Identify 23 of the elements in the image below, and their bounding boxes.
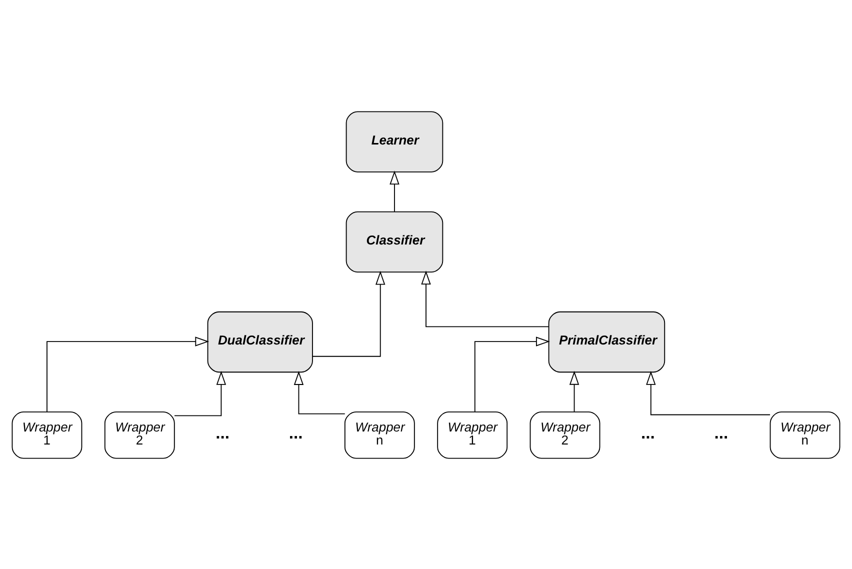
label: ... [714,422,728,442]
node-box: Wrapper 1 [437,411,508,458]
node-box: Wrapper 2 [530,411,600,458]
arrow [294,370,346,414]
node-box: DualClassifier [207,310,313,372]
node-box: Wrapper 1 [12,411,82,458]
node-box: Wrapper n [344,411,415,458]
arrow [46,336,210,412]
node-box: Classifier [346,210,444,272]
node-box: Wrapper 2 [104,411,175,458]
arrow [390,170,400,212]
label: ... [216,422,230,442]
arrow [174,370,226,416]
arrow [312,270,386,356]
label: ... [640,422,655,442]
label: ... [288,422,303,442]
arrow [421,270,550,327]
node-box: Learner [346,110,444,172]
arrow [569,370,580,412]
node-box: Wrapper n [770,411,840,458]
node-box: PrimalClassifier [548,310,666,372]
arrow [646,370,770,415]
arrow [474,336,550,412]
